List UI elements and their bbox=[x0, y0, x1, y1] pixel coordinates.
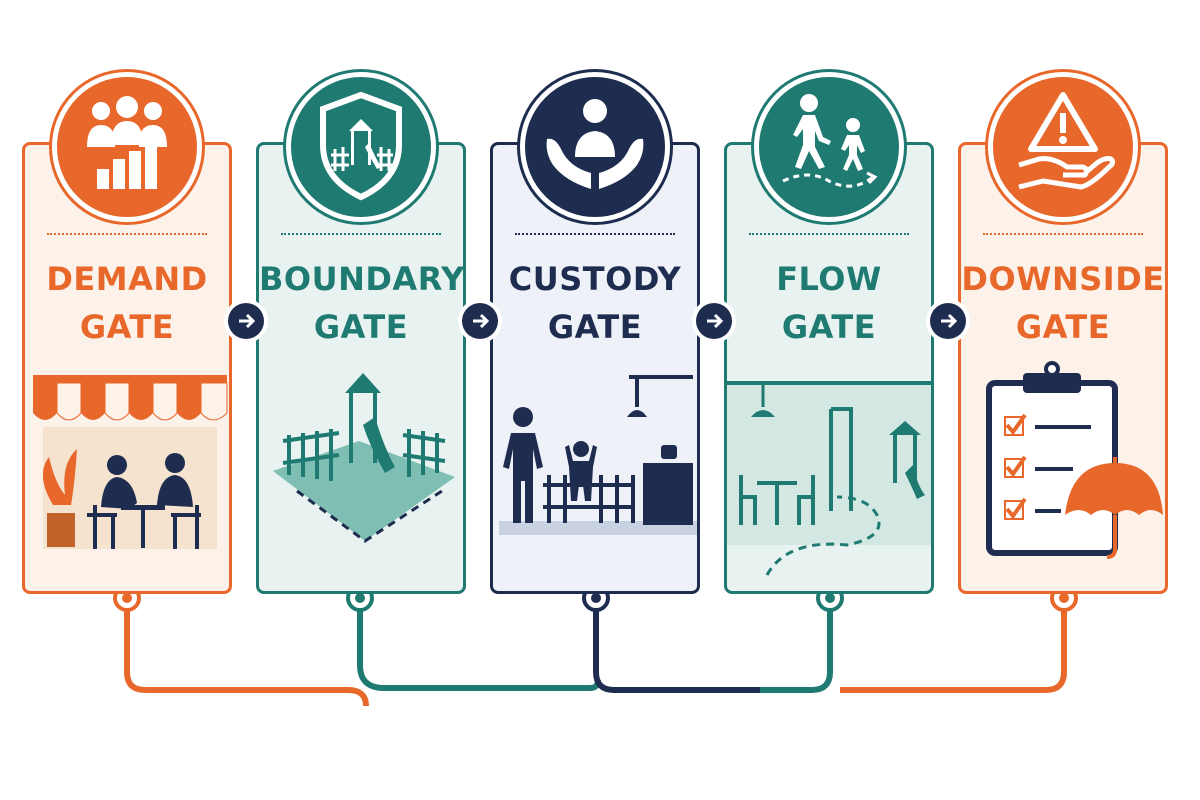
shield-playground-icon bbox=[320, 91, 402, 201]
demand-gate-title: DEMAND GATE bbox=[25, 255, 229, 351]
arrow-right-icon bbox=[462, 303, 498, 339]
boundary-gate-title-line1: BOUNDARY bbox=[259, 260, 465, 298]
fenced-playground-illustration bbox=[273, 373, 455, 543]
custody-gate-card: CUSTODY GATE bbox=[490, 142, 700, 594]
walking-adult-child-icon bbox=[782, 94, 878, 188]
arrow-right-icon bbox=[930, 303, 966, 339]
flow-gate-badge bbox=[754, 72, 904, 222]
card-divider bbox=[47, 233, 207, 235]
demand-gate-title-line2: GATE bbox=[79, 308, 175, 346]
downside-gate-title: DOWNSIDE GATE bbox=[961, 255, 1165, 351]
demand-gate-title-line1: DEMAND bbox=[46, 260, 208, 298]
group-growth-chart-icon bbox=[87, 96, 167, 189]
downside-gate-badge bbox=[988, 72, 1138, 222]
cafe-to-playground-path-illustration bbox=[727, 381, 931, 576]
downside-gate-title-line2: GATE bbox=[1015, 308, 1111, 346]
card-divider bbox=[515, 233, 675, 235]
checklist-umbrella-illustration bbox=[986, 361, 1163, 559]
arrow-right-icon bbox=[696, 303, 732, 339]
parent-child-counter-illustration bbox=[499, 375, 697, 535]
demand-gate-badge bbox=[52, 72, 202, 222]
boundary-gate-title: BOUNDARY GATE bbox=[259, 255, 465, 351]
card-divider bbox=[983, 233, 1143, 235]
flow-gate-title-line1: FLOW bbox=[776, 260, 882, 298]
boundary-gate-badge bbox=[286, 72, 436, 222]
cafe-storefront-illustration bbox=[33, 375, 228, 549]
card-divider bbox=[749, 233, 909, 235]
warning-hand-icon bbox=[1018, 92, 1116, 190]
boundary-gate-title-line2: GATE bbox=[313, 308, 409, 346]
downside-gate-title-line1: DOWNSIDE bbox=[961, 260, 1165, 298]
caring-hands-icon bbox=[546, 99, 644, 189]
flow-gate-title: FLOW GATE bbox=[727, 255, 931, 351]
custody-gate-title-line1: CUSTODY bbox=[508, 260, 682, 298]
custody-gate-badge bbox=[520, 72, 670, 222]
arrow-right-icon bbox=[228, 303, 264, 339]
custody-gate-title: CUSTODY GATE bbox=[493, 255, 697, 351]
card-divider bbox=[281, 233, 441, 235]
custody-gate-title-line2: GATE bbox=[547, 308, 643, 346]
flow-gate-card: FLOW GATE bbox=[724, 142, 934, 594]
flow-gate-title-line2: GATE bbox=[781, 308, 877, 346]
